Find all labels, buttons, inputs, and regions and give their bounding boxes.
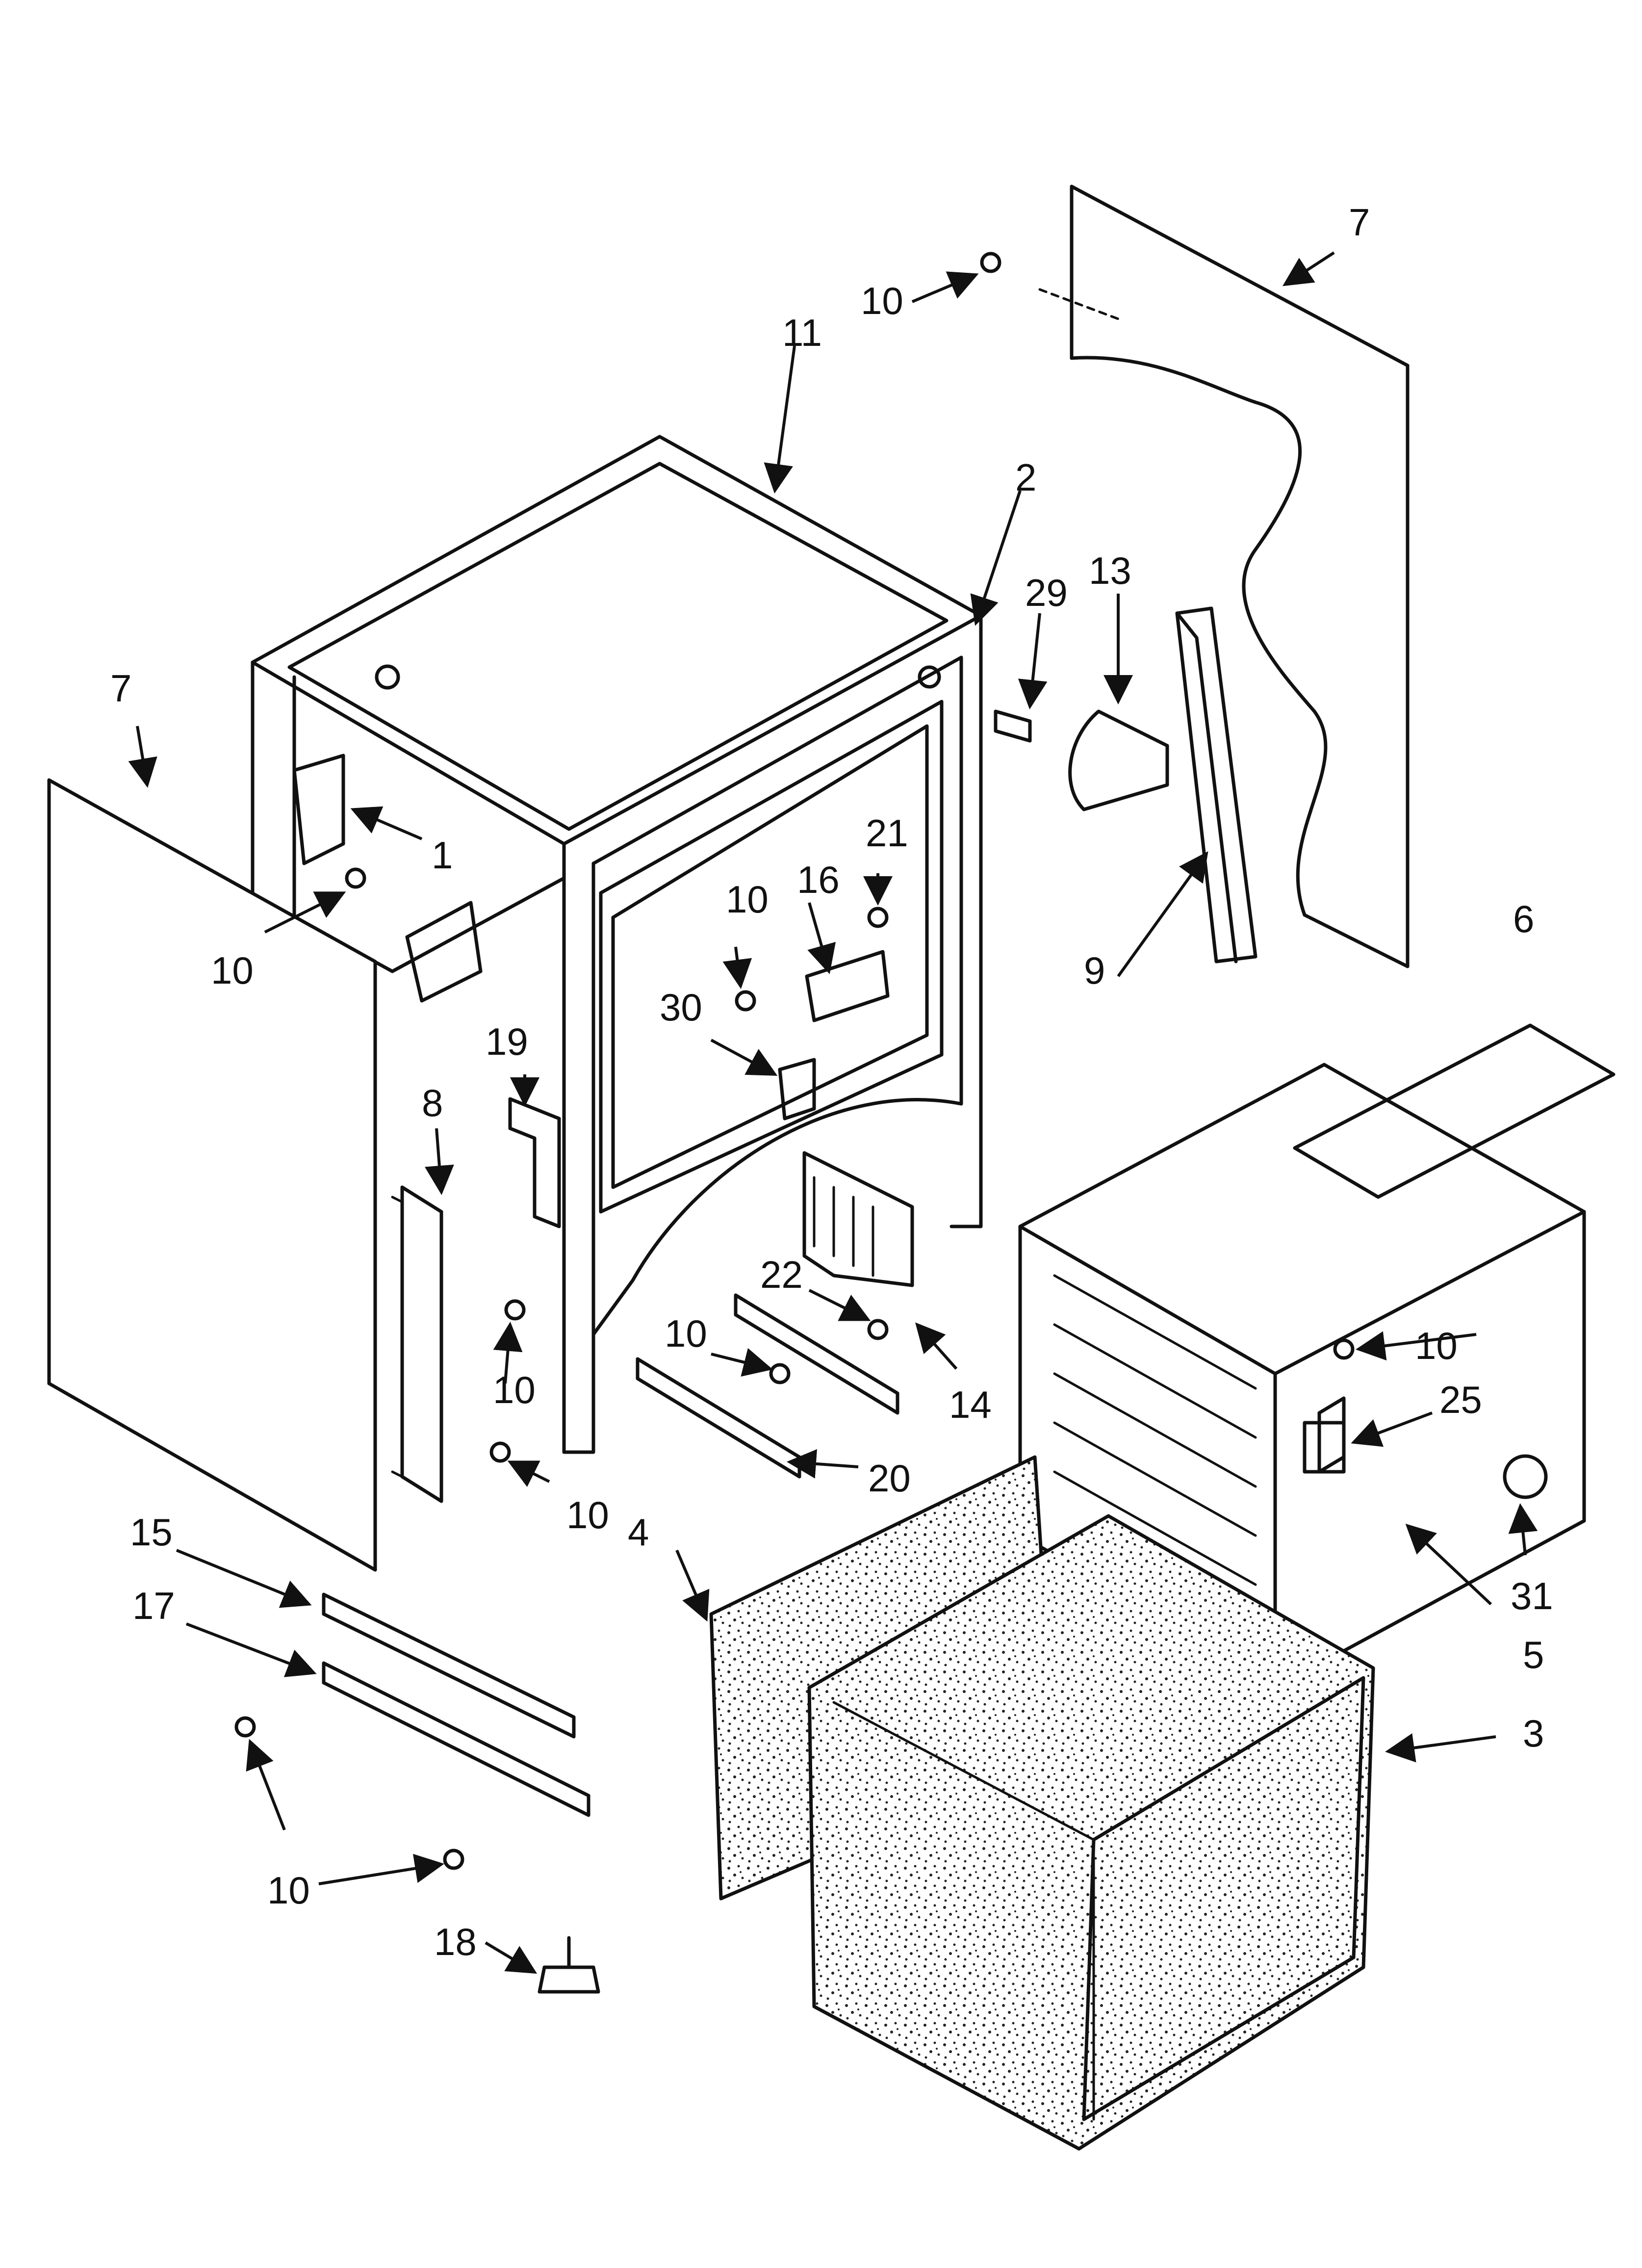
cover-part-13 xyxy=(1068,709,1169,811)
callout-11: 11 xyxy=(782,311,822,354)
callout-16: 16 xyxy=(797,858,840,901)
cap-part-31 xyxy=(1503,1454,1548,1499)
callout-10-rail-bottom: 10 xyxy=(267,1869,310,1912)
callout-14: 14 xyxy=(949,1383,992,1426)
callout-29: 29 xyxy=(1025,571,1068,614)
callout-9: 9 xyxy=(1084,949,1105,992)
insulation-part-3 xyxy=(807,1514,1375,2151)
bracket-part-9 xyxy=(1175,606,1257,964)
rear-panel-right xyxy=(1038,184,1410,968)
side-rail-part-8 xyxy=(391,1185,443,1503)
callout-labels: 7 10 11 2 29 13 7 1 10 21 16 10 30 9 6 1… xyxy=(110,201,1553,1963)
callout-30: 30 xyxy=(660,986,702,1029)
callout-5: 5 xyxy=(1523,1633,1544,1676)
leveling-leg-part-18 xyxy=(538,1936,600,1994)
callout-3: 3 xyxy=(1523,1712,1544,1755)
screws xyxy=(234,252,1355,1870)
duct-part-14 xyxy=(802,1151,914,1287)
callout-6: 6 xyxy=(1513,897,1534,940)
callout-10-rear: 10 xyxy=(861,279,903,322)
callout-22: 22 xyxy=(760,1253,803,1296)
callout-4: 4 xyxy=(628,1511,649,1554)
bracket-part-19 xyxy=(508,1097,561,1228)
callout-10-bracket: 10 xyxy=(211,949,254,992)
callout-20: 20 xyxy=(868,1457,911,1500)
callout-10-side-upper: 10 xyxy=(493,1368,536,1411)
sensor-part-25 xyxy=(1303,1421,1346,1474)
switch-part-30 xyxy=(778,1058,816,1121)
callout-7-rear: 7 xyxy=(1349,201,1370,244)
leader-arrows xyxy=(128,251,1538,1974)
callout-1: 1 xyxy=(432,834,453,877)
rail-part-15 xyxy=(322,1592,576,1739)
callout-10-liner: 10 xyxy=(1415,1324,1458,1367)
callout-8: 8 xyxy=(422,1081,443,1124)
callout-13: 13 xyxy=(1089,549,1131,592)
callout-31: 31 xyxy=(1511,1574,1553,1617)
callout-7-side: 7 xyxy=(110,667,131,710)
side-panel-left xyxy=(47,778,377,1572)
callout-2: 2 xyxy=(1015,456,1036,499)
callout-18: 18 xyxy=(434,1920,477,1963)
rail-part-17 xyxy=(322,1661,590,1817)
bracket-part-1 xyxy=(292,754,345,865)
callout-17: 17 xyxy=(132,1584,175,1627)
callout-19: 19 xyxy=(486,1020,528,1063)
callout-10-side-lower: 10 xyxy=(566,1493,609,1537)
callout-15: 15 xyxy=(130,1511,173,1554)
oven-rack-part-6 xyxy=(1293,1023,1616,1199)
callout-25: 25 xyxy=(1439,1378,1482,1421)
callout-21: 21 xyxy=(866,811,908,855)
callout-10-rail: 10 xyxy=(665,1312,707,1355)
plug-part-29 xyxy=(994,709,1032,743)
control-board-part-16 xyxy=(805,950,890,1022)
callout-10-board: 10 xyxy=(726,878,769,921)
